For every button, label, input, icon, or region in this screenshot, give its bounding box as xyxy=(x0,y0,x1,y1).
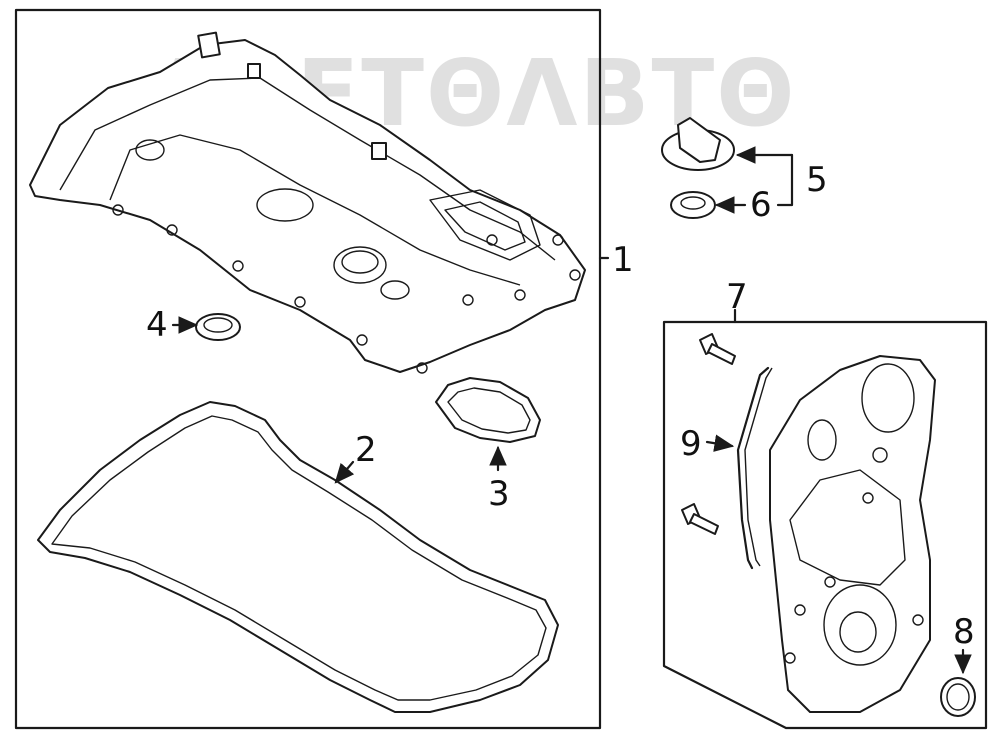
timing-chain-cover-part xyxy=(769,355,936,713)
guide-tube-part xyxy=(736,366,770,570)
group-frame-cover xyxy=(14,8,602,730)
callout-1: 1 xyxy=(612,240,634,280)
valve-cover-gasket-part xyxy=(37,401,559,713)
leader-9 xyxy=(705,434,735,452)
callout-4: 4 xyxy=(146,305,168,345)
callout-9: 9 xyxy=(680,424,702,464)
o-ring-part xyxy=(940,677,976,717)
seal-ring-part xyxy=(195,313,241,341)
bolt-upper-part xyxy=(699,333,736,365)
cap-gasket-part xyxy=(670,191,716,219)
guide-tube-outline xyxy=(744,367,773,567)
leader-5-6-bracket xyxy=(776,153,794,207)
callout-6: 6 xyxy=(750,185,772,225)
callout-3: 3 xyxy=(488,474,510,514)
bolt-lower-part xyxy=(681,503,719,535)
callout-8: 8 xyxy=(953,612,975,652)
spark-plug-gasket-part xyxy=(435,377,541,443)
valve-cover-part xyxy=(29,31,586,374)
group-frame-timing xyxy=(662,320,988,730)
callout-2: 2 xyxy=(355,430,377,470)
callout-5: 5 xyxy=(806,160,828,200)
leader-2 xyxy=(334,460,355,484)
callout-7: 7 xyxy=(726,277,748,317)
spark-plug-gasket-inner xyxy=(447,387,531,434)
oil-filler-cap-part xyxy=(661,117,735,171)
valve-cover-gasket-inner xyxy=(51,415,547,701)
